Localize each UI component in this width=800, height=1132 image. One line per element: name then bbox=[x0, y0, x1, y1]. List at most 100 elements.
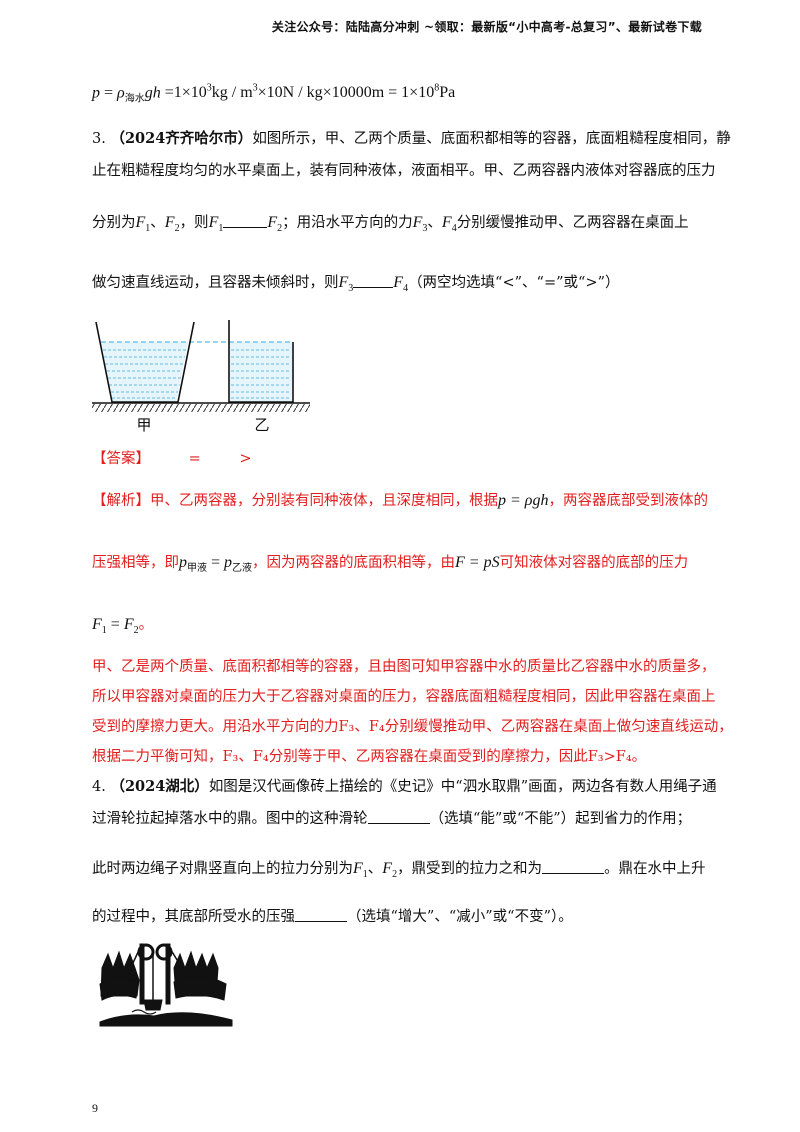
q3-F1b-letter: F bbox=[208, 214, 219, 231]
q3-F1-letter: F bbox=[135, 214, 146, 231]
q3-F2-sub: 2 bbox=[174, 223, 180, 235]
analysis-p2-line1: 甲、乙是两个质量、底面积都相等的容器，且由图可知甲容器中水的质量比乙容器中水的质… bbox=[92, 659, 716, 675]
people-left-bodies bbox=[99, 977, 139, 1001]
water-wave bbox=[131, 1009, 157, 1015]
analysis-line3: F1 = F2。 bbox=[92, 614, 153, 642]
q4-text2a: 过滑轮拉起掉落水中的鼎。图中的这种滑轮 bbox=[92, 811, 368, 827]
q3-text3c: ，则 bbox=[179, 215, 209, 231]
q3-container-figure: 甲 乙 bbox=[92, 320, 310, 434]
analysis-text2a: 压强相等，即 bbox=[92, 555, 179, 571]
q4-number: 4. bbox=[92, 779, 106, 795]
q3-text4a: 做匀速直线运动，且容器未倾斜时，则 bbox=[92, 275, 339, 291]
analysis-text1-end: ，两容器底部受到液体的 bbox=[548, 493, 708, 509]
q3-F4-sub: 4 bbox=[451, 223, 457, 235]
analysis-p2-line4: 根据二力平衡可知，F₃、F₄分别等于甲、乙两容器在桌面受到的摩擦力，因此F₃>F… bbox=[92, 749, 647, 765]
q3-F2b-letter: F bbox=[267, 214, 278, 231]
q3-line2: 止在粗糙程度均匀的水平桌面上，装有同种液体，液面相平。甲、乙两容器内液体对容器底… bbox=[92, 163, 716, 179]
q4-pulley-figure bbox=[99, 943, 233, 1027]
eq-F2-sub: 2 bbox=[133, 625, 139, 637]
q4-line4: 的过程中，其底部所受水的压强（选填“增大”、“减小”或“不变”）。 bbox=[92, 906, 573, 928]
q3-number: 3. bbox=[92, 131, 106, 147]
formula-exp2: 3 bbox=[252, 83, 258, 94]
people-right-bodies bbox=[173, 976, 227, 1001]
analysis-line2: 压强相等，即p甲液 = p乙液，因为两容器的底面积相等，由F = pS可知液体对… bbox=[92, 552, 688, 580]
q4-line1: 4. （2024湖北）如图是汉代画像砖上描绘的《史记》中“泗水取鼎”画面，两边各… bbox=[92, 776, 717, 798]
q4-text3c: ，鼎受到的拉力之和为 bbox=[397, 861, 543, 877]
rope-left bbox=[125, 949, 140, 979]
q3-F2-letter: F bbox=[164, 214, 175, 231]
q4-blank-3[interactable] bbox=[295, 907, 347, 922]
q4-line2: 过滑轮拉起掉落水中的鼎。图中的这种滑轮 （选填“能”或“不能”）起到省力的作用； bbox=[92, 808, 691, 830]
container-jia bbox=[95, 321, 195, 403]
q3-F2-b: F2 bbox=[267, 214, 283, 235]
q3-F3-sub: 3 bbox=[422, 223, 428, 235]
q3-blank-1[interactable] bbox=[223, 213, 268, 228]
analysis-text1: 甲、乙两容器，分别装有同种液体，且深度相同，根据 bbox=[150, 493, 498, 509]
formula-exp3: 8 bbox=[434, 83, 440, 94]
q3-text3b: 、 bbox=[150, 215, 165, 231]
q4-blank-2[interactable] bbox=[542, 859, 605, 874]
p-jia-eq-p-yi: p甲液 = p乙液 bbox=[179, 554, 253, 575]
answer-value-2: > bbox=[239, 451, 252, 467]
pulley-post-left bbox=[139, 943, 145, 1005]
q3-text3f: 分别缓慢推动甲、乙两容器在桌面上 bbox=[456, 215, 689, 231]
page-number: 9 bbox=[92, 1101, 98, 1115]
q3-F1-sub: 1 bbox=[145, 223, 151, 235]
q3-F3b-letter: F bbox=[338, 274, 349, 291]
analysis-p2-line2: 所以甲容器对桌面的压力大于乙容器对桌面的压力，容器底面粗糙程度相同，因此甲容器在… bbox=[92, 689, 716, 705]
q4-text2b: （选填“能”或“不能”）起到省力的作用； bbox=[429, 811, 692, 827]
q3-line1: 3. （2024齐齐哈尔市）如图所示，甲、乙两个质量、底面积都相等的容器，底面粗… bbox=[92, 128, 731, 150]
label-yi: 乙 bbox=[254, 416, 269, 434]
formula-exp1: 3 bbox=[206, 83, 212, 94]
q4-F1-sub: 1 bbox=[362, 869, 368, 881]
formula-part1: =1×10 bbox=[164, 84, 207, 102]
q3-text3d: ；用沿水平方向的力 bbox=[282, 215, 413, 231]
pressure-formula: p = ρ海水gh =1×103kg / m3×10N / kg×10000m … bbox=[92, 83, 456, 105]
container-yi bbox=[228, 320, 294, 403]
water-ground bbox=[99, 1012, 233, 1027]
formula-p-rho-g-h: p = ρgh bbox=[498, 492, 549, 509]
formula-F-pS: F = pS bbox=[455, 554, 500, 571]
analysis-text2b: ，因为两容器的底面积相等，由 bbox=[252, 555, 456, 571]
rope-right bbox=[170, 949, 189, 979]
q3-F1: F1 bbox=[135, 214, 151, 235]
formula-gh: gh bbox=[144, 84, 161, 102]
q3-text1: 如图所示，甲、乙两个质量、底面积都相等的容器，底面粗糙程度相同，静 bbox=[252, 131, 731, 147]
q4-text3a: 此时两边绳子对鼎竖直向上的拉力分别为 bbox=[92, 861, 353, 877]
q3-source: （2024齐齐哈尔市） bbox=[110, 130, 253, 147]
analysis-p2-line3: 受到的摩擦力更大。用沿水平方向的力F₃、F₄分别缓慢推动甲、乙两容器在桌面上做匀… bbox=[92, 719, 733, 735]
q3-F2b-sub: 2 bbox=[277, 223, 283, 235]
F1-eq-F2: F1 = F2 bbox=[92, 616, 139, 637]
q4-blank-1[interactable] bbox=[367, 809, 430, 824]
q4-text3d: 。鼎在水中上升 bbox=[604, 861, 706, 877]
formula-rho: ρ bbox=[117, 84, 125, 102]
formula-part4: Pa bbox=[439, 84, 456, 102]
q4-text4b: （选填“增大”、“减小”或“不变”）。 bbox=[347, 909, 573, 925]
formula-rho-sub: 海水 bbox=[124, 93, 145, 105]
q3-F4: F4 bbox=[442, 214, 457, 235]
q3-F3: F3 bbox=[413, 214, 428, 235]
analysis-text2c: 可知液体对容器的底部的压力 bbox=[499, 555, 689, 571]
analysis-line1: 【解析】甲、乙两容器，分别装有同种液体，且深度相同，根据p = ρgh，两容器底… bbox=[92, 490, 708, 512]
pulley-wheel-right bbox=[155, 943, 173, 961]
answer-value-1: = bbox=[188, 451, 201, 467]
q4-text3b: 、 bbox=[367, 861, 383, 877]
pulley-post-right bbox=[165, 943, 171, 1005]
analysis-text3-end: 。 bbox=[138, 617, 154, 633]
eq-F2-letter: F bbox=[123, 616, 134, 633]
liquid-yi bbox=[230, 342, 292, 402]
p-yi-sub: 乙液 bbox=[232, 563, 253, 575]
q4-text1: 如图是汉代画像砖上描绘的《史记》中“泗水取鼎”画面，两边各有数人用绳子通 bbox=[208, 779, 717, 795]
q3-text3a: 分别为 bbox=[92, 215, 136, 231]
q3-F4-b: F4 bbox=[393, 274, 408, 294]
label-jia: 甲 bbox=[136, 416, 151, 434]
table-hatching bbox=[92, 404, 310, 412]
formula-p: p bbox=[92, 84, 100, 102]
answer-label: 【答案】 bbox=[92, 451, 150, 467]
q4-F2-letter: F bbox=[382, 860, 393, 877]
eq-F1-sub: 1 bbox=[101, 625, 107, 637]
eq-F1-letter: F bbox=[92, 616, 102, 633]
q3-blank-2[interactable] bbox=[353, 273, 394, 288]
